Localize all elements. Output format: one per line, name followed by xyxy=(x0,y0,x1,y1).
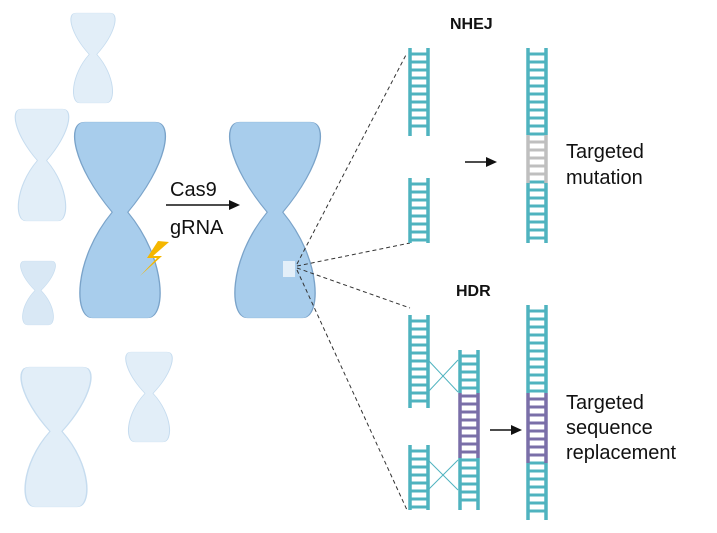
chromosome-icon-edited xyxy=(227,120,323,320)
crossover-line xyxy=(427,359,459,393)
dna-ladders xyxy=(408,48,548,520)
dna-ladder-icon xyxy=(526,48,548,243)
dna-ladder-icon xyxy=(526,305,548,520)
cas9-label: Cas9 xyxy=(170,179,217,201)
hdr-outcome-line2: sequence xyxy=(566,417,653,439)
hdr-outcome-line1: Targeted xyxy=(566,392,644,414)
dna-ladder-icon xyxy=(458,350,480,510)
nhej-heading: NHEJ xyxy=(450,16,493,33)
hdr-heading: HDR xyxy=(456,283,491,300)
grna-label: gRNA xyxy=(170,217,224,239)
faded-chromosome-2 xyxy=(14,107,70,223)
faded-chromosome-3 xyxy=(19,260,57,326)
target-site xyxy=(283,261,295,277)
dna-ladder-icon xyxy=(408,48,430,136)
faded-chromosome-4 xyxy=(19,365,93,509)
hdr-outcome-line3: replacement xyxy=(566,442,677,464)
crossover-line xyxy=(427,459,459,491)
faded-chromosome-5 xyxy=(124,351,174,443)
dna-ladder-icon xyxy=(408,178,430,243)
dna-ladder-icon xyxy=(408,445,430,510)
nhej-outcome-line2: mutation xyxy=(566,167,643,189)
dna-ladder-icon xyxy=(408,315,430,408)
zoom-lines xyxy=(296,52,411,511)
faded-chromosome-1 xyxy=(69,12,117,104)
lightning-icon xyxy=(140,241,169,276)
nhej-outcome-line1: Targeted xyxy=(566,141,644,163)
chromosome-icon xyxy=(72,120,168,320)
